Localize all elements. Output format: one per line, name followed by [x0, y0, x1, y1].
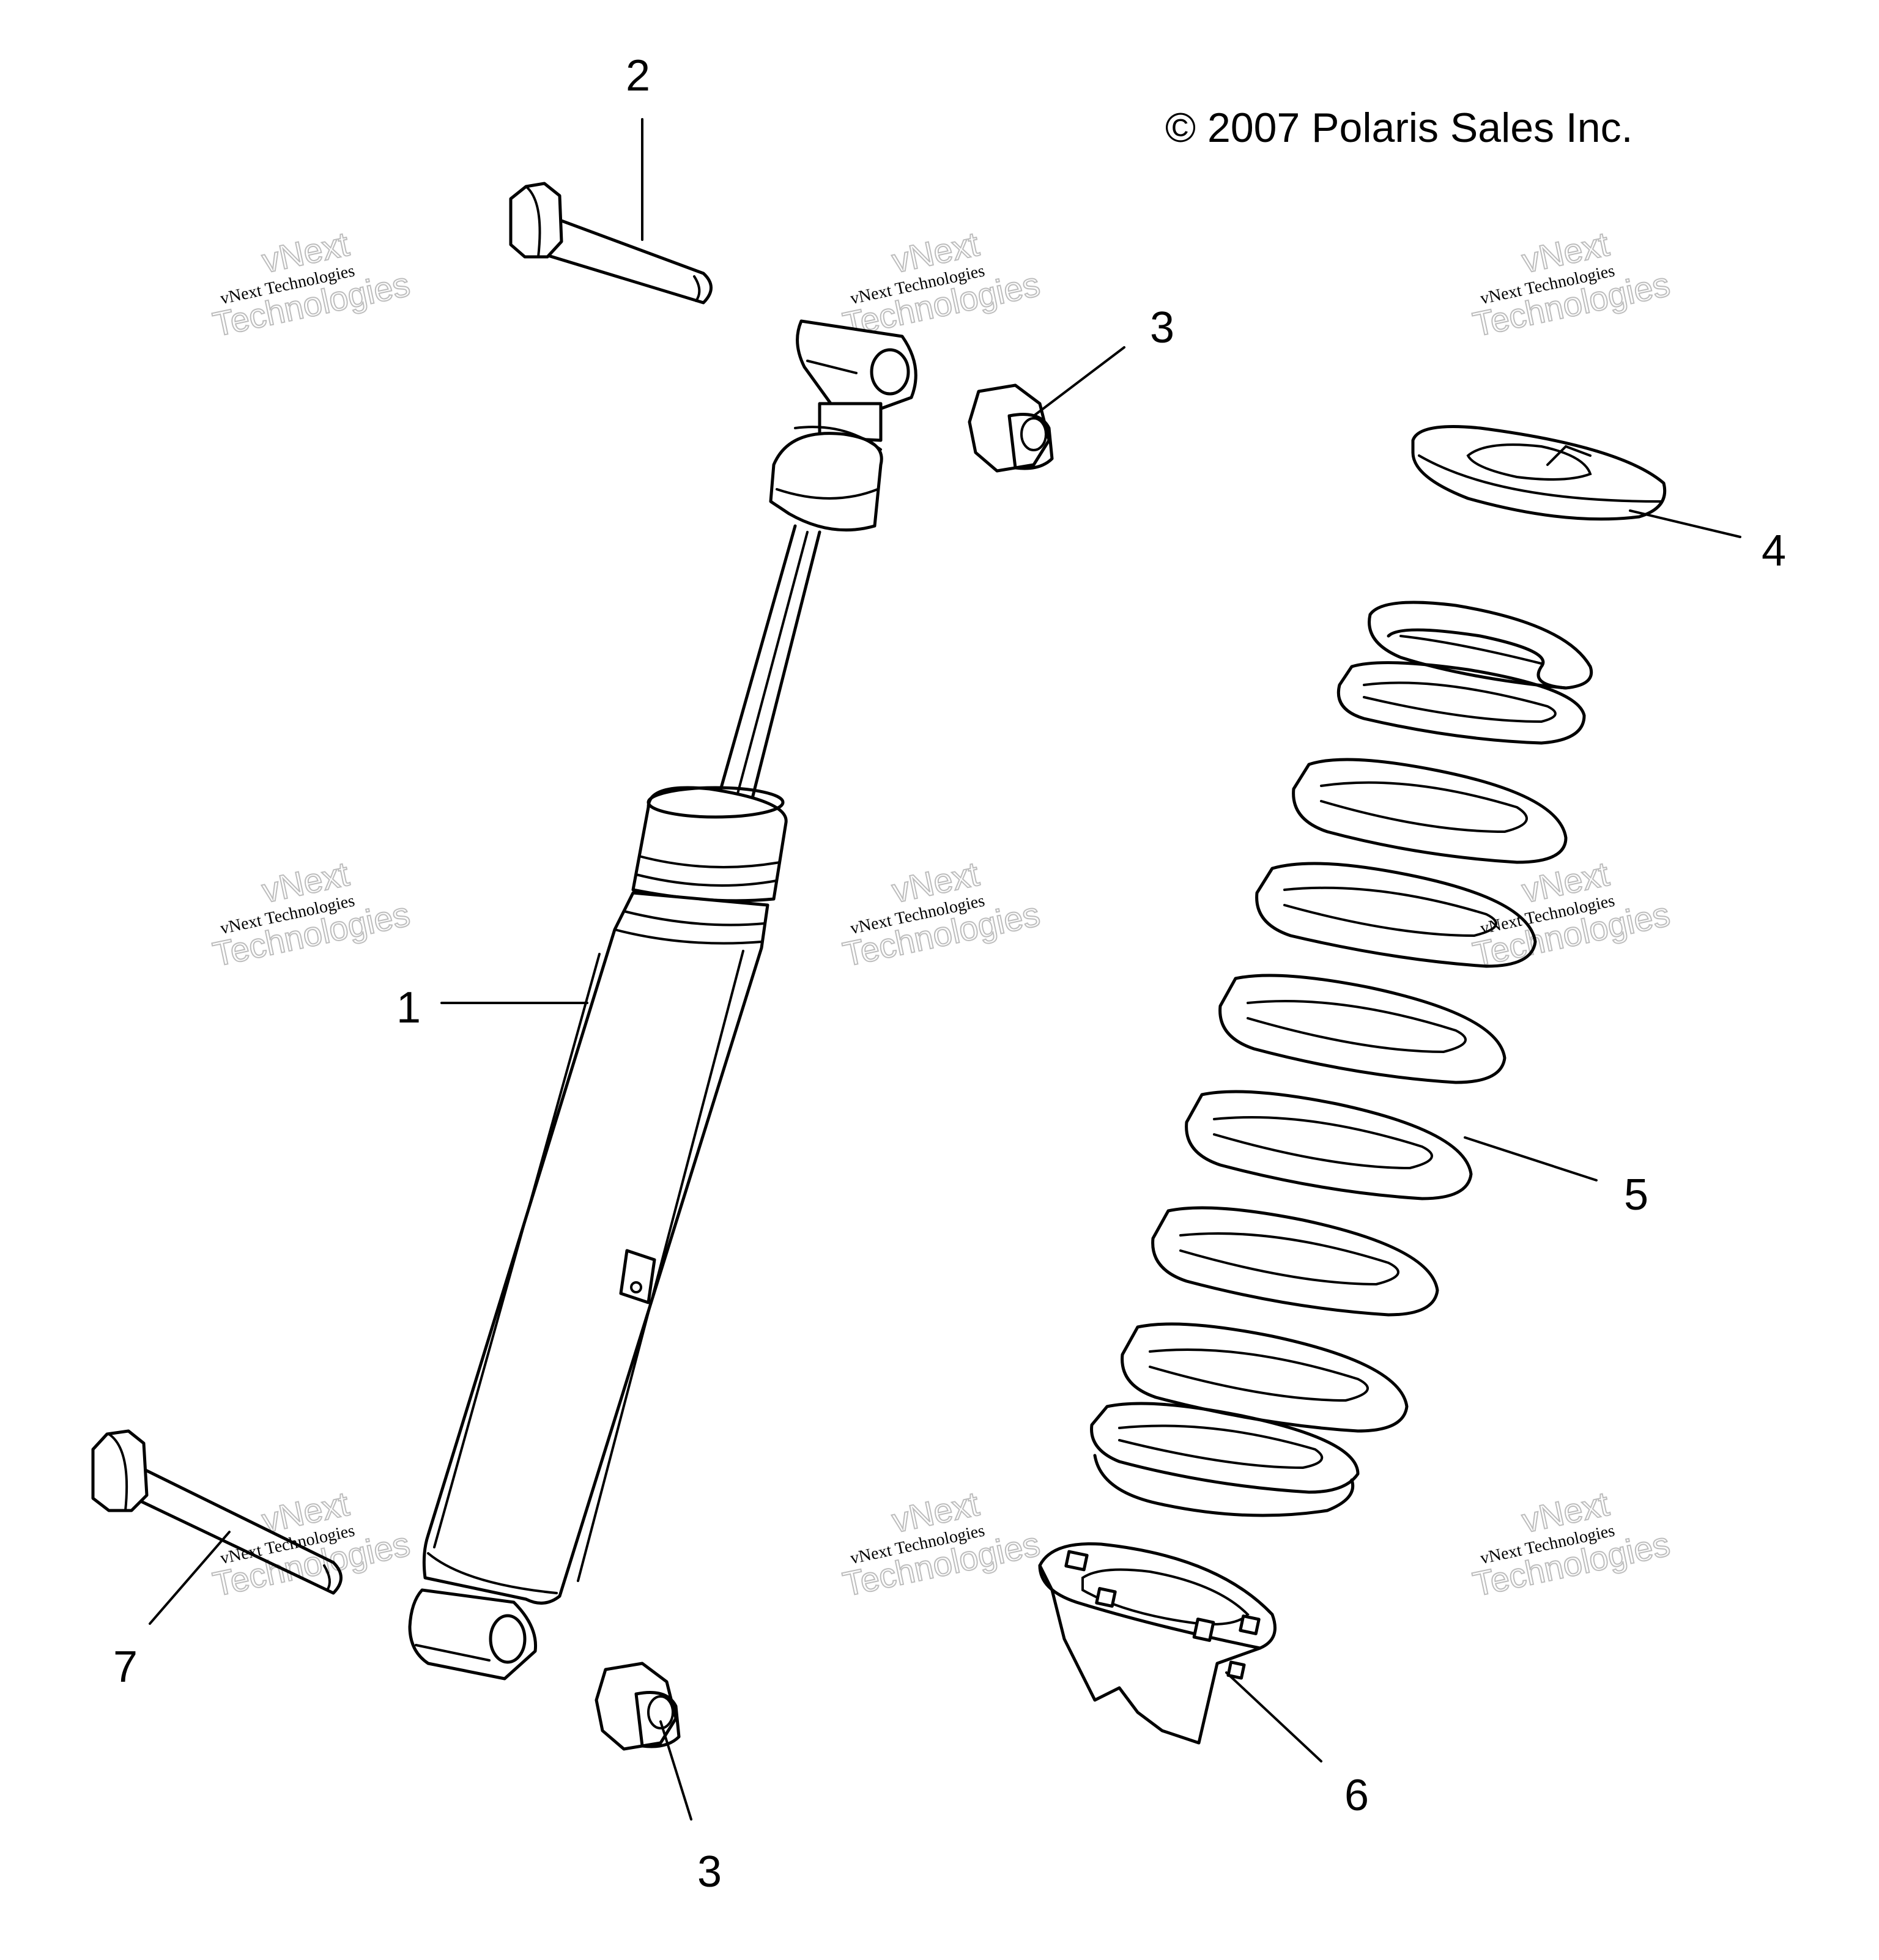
- coil-spring: [1090, 601, 1593, 1517]
- watermark: vNext Technologies vNext Technologies: [209, 224, 414, 344]
- upper-spring-retainer: [1411, 425, 1667, 521]
- leader-line-3-lower: [659, 1720, 692, 1821]
- callout-5: 5: [1624, 1170, 1648, 1219]
- leader-line-4: [1629, 509, 1741, 538]
- watermark: vNext Technologies vNext Technologies: [839, 854, 1044, 974]
- copyright-text: © 2007 Polaris Sales Inc.: [1165, 105, 1633, 151]
- upper-bolt: [509, 182, 713, 305]
- leader-line-3-upper: [1032, 346, 1125, 417]
- leader-line-5: [1464, 1136, 1598, 1182]
- watermark: vNext Technologies vNext Technologies: [1469, 854, 1674, 974]
- watermark: vNext Technologies vNext Technologies: [839, 224, 1044, 344]
- watermark: vNext Technologies vNext Technologies: [839, 1484, 1044, 1604]
- leader-lines: [149, 118, 1741, 1821]
- nut-lower: [595, 1662, 681, 1751]
- callout-numbers: 2 3 4 1 5 7 6 3: [113, 51, 1786, 1896]
- callout-1: 1: [396, 983, 421, 1032]
- shock-absorber: [408, 319, 917, 1681]
- callout-3-lower: 3: [697, 1847, 722, 1896]
- nut-upper: [968, 383, 1054, 473]
- leader-line-6: [1225, 1671, 1322, 1762]
- watermark: vNext Technologies vNext Technologies: [209, 1484, 414, 1604]
- callout-4: 4: [1762, 527, 1786, 575]
- watermark: vNext Technologies vNext Technologies: [209, 854, 414, 974]
- callout-6: 6: [1344, 1771, 1369, 1820]
- watermark: vNext Technologies vNext Technologies: [1469, 1484, 1674, 1604]
- lower-spring-retainer: [1038, 1542, 1277, 1745]
- callout-7: 7: [113, 1643, 138, 1692]
- callout-3-upper: 3: [1150, 303, 1174, 352]
- watermark-layer: vNext Technologies vNext Technologies vN…: [209, 224, 1674, 1604]
- callout-2: 2: [626, 51, 650, 100]
- lower-bolt: [91, 1429, 343, 1595]
- watermark: vNext Technologies vNext Technologies: [1469, 224, 1674, 344]
- leader-line-7: [149, 1531, 231, 1625]
